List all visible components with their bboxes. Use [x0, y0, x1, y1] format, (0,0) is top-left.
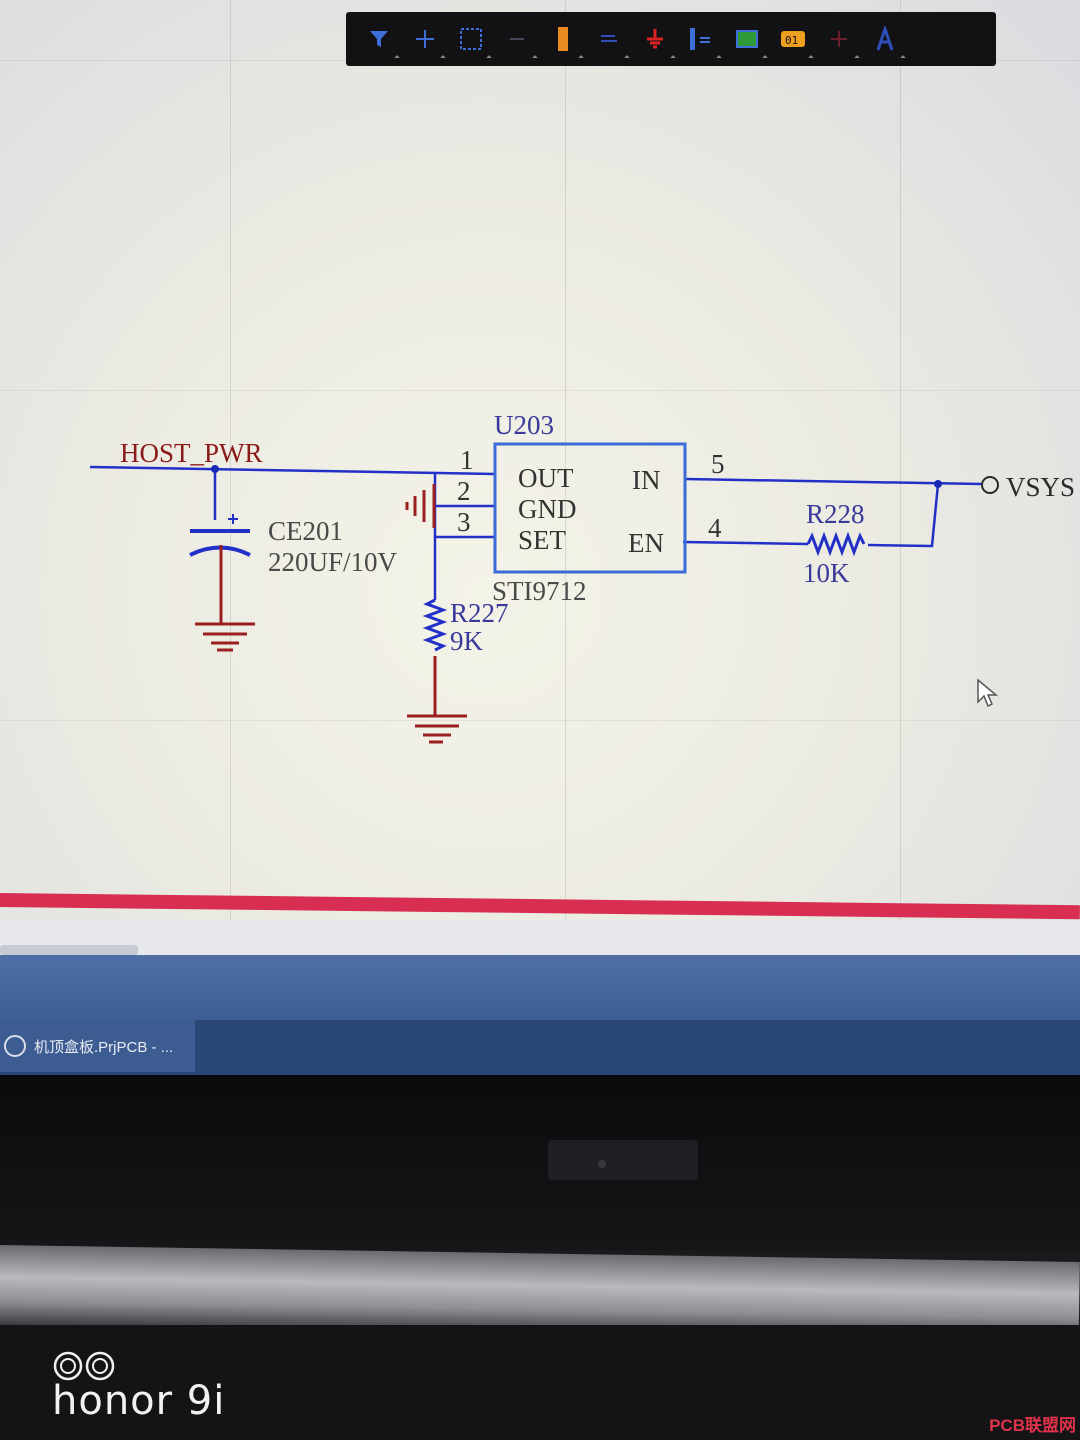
- no-erc-icon[interactable]: [824, 24, 854, 54]
- ic-pin-gnd: GND: [518, 494, 577, 524]
- wire-host-pwr: [89, 465, 496, 476]
- ic-u203-body[interactable]: [493, 442, 687, 574]
- wiring-toolbar: 01: [346, 12, 996, 66]
- port-icon[interactable]: [686, 24, 716, 54]
- junction-vsys: [934, 480, 942, 488]
- vsys-port-icon[interactable]: [981, 476, 999, 494]
- svg-text:01: 01: [785, 34, 798, 47]
- ic-pin-out: OUT: [518, 463, 574, 493]
- pin-number-1: 1: [460, 445, 474, 475]
- cap-plus-icon: [228, 514, 238, 524]
- junction-host: [211, 465, 219, 473]
- ic-pin-in: IN: [632, 465, 661, 495]
- taskbar-item-project[interactable]: 机顶盒板.PrjPCB - ...: [0, 1020, 195, 1072]
- wire-vsys: [684, 477, 983, 486]
- scrollbar-thumb[interactable]: [0, 945, 138, 955]
- select-rect-icon[interactable]: [456, 24, 486, 54]
- resistor-r227[interactable]: [407, 537, 467, 744]
- schematic-editor-screen: 01 HOST_PWR VSYS CE201 220UF/10: [0, 0, 1080, 1075]
- camera-lens-rings-icon: [53, 1351, 115, 1381]
- pin-number-5: 5: [711, 449, 725, 479]
- ground-icon: [407, 714, 467, 744]
- net-icon[interactable]: [594, 24, 624, 54]
- net-label-vsys[interactable]: VSYS: [1006, 472, 1075, 502]
- wire-en: [682, 540, 809, 546]
- line-icon[interactable]: [502, 24, 532, 54]
- camera-brand-watermark: honor 9i: [52, 1378, 226, 1424]
- app-icon: [4, 1035, 26, 1057]
- mouse-cursor-icon: [977, 678, 999, 708]
- bus-icon[interactable]: [548, 24, 578, 54]
- ic-ground-icon: [405, 484, 436, 528]
- site-watermark: PCB联盟网: [989, 1416, 1076, 1435]
- capacitor-ce201[interactable]: [189, 514, 255, 652]
- pin-number-2: 2: [457, 476, 471, 506]
- cap-designator: CE201: [268, 516, 343, 546]
- pin-number-3: 3: [457, 507, 471, 537]
- net-label-host-pwr[interactable]: HOST_PWR: [120, 438, 263, 468]
- desk-surface: [0, 1325, 1080, 1440]
- ic-part: STI9712: [492, 576, 587, 606]
- ic-pin-set: SET: [518, 525, 567, 555]
- resistor-r228[interactable]: [806, 531, 866, 557]
- filter-icon[interactable]: [364, 24, 394, 54]
- monitor-bezel: [0, 1075, 1080, 1250]
- part-icon[interactable]: 01: [778, 24, 808, 54]
- component-icon[interactable]: [732, 24, 762, 54]
- ic-pin-en: EN: [628, 528, 664, 558]
- r228-value: 10K: [803, 558, 850, 588]
- r227-designator: R227: [450, 598, 509, 628]
- taskbar-item-label: 机顶盒板.PrjPCB - ...: [34, 1038, 174, 1056]
- ground-icon: [195, 622, 255, 652]
- status-bar: [0, 955, 1080, 1025]
- crosshair-icon[interactable]: [410, 24, 440, 54]
- webcam-housing: [548, 1140, 698, 1180]
- text-icon[interactable]: [870, 24, 900, 54]
- wire-en-loop: [867, 483, 940, 548]
- resistor-zigzag-icon: [422, 598, 448, 652]
- gnd-power-icon[interactable]: [640, 24, 670, 54]
- resistor-zigzag-icon: [806, 531, 866, 557]
- pin-number-4: 4: [708, 513, 722, 543]
- r228-designator: R228: [806, 499, 865, 529]
- webcam-lens-icon: [598, 1160, 606, 1168]
- cap-value: 220UF/10V: [268, 547, 398, 577]
- horizontal-scrollbar[interactable]: [0, 920, 1080, 960]
- r227-value: 9K: [450, 626, 484, 656]
- ic-designator: U203: [494, 410, 554, 440]
- schematic-canvas[interactable]: HOST_PWR VSYS CE201 220UF/10V U203 STI97…: [0, 0, 1080, 900]
